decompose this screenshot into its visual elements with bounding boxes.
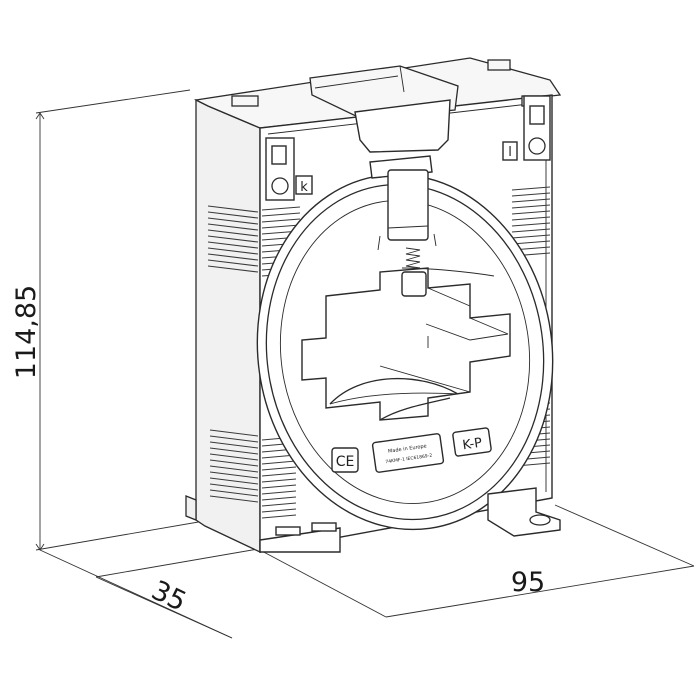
front-left-fin	[261, 224, 301, 229]
front-left-lower-fin	[261, 460, 297, 465]
side-fin	[207, 259, 259, 267]
side-fin	[207, 205, 259, 213]
front-right-fin	[511, 222, 551, 227]
terminal-k-label: k	[300, 180, 308, 195]
front-left-lower-fin	[261, 496, 297, 501]
side-lower-fin	[209, 465, 259, 473]
front-left-fin	[261, 212, 301, 217]
side-lower-fin	[209, 435, 259, 443]
mounting-feet	[185, 487, 561, 553]
brand-mark: K-P	[452, 427, 492, 457]
front-right-fin	[511, 216, 551, 221]
front-left-lower-fin	[261, 466, 297, 471]
front-right-fin	[511, 192, 551, 197]
side-lower-fin	[209, 483, 259, 491]
front-right-fin	[511, 234, 551, 239]
front-left-fin	[261, 206, 301, 211]
ce-mark: CE	[331, 447, 359, 473]
secondary-terminal-k: k	[265, 137, 313, 201]
front-left-lower-fin	[261, 508, 297, 513]
depth-dimension-label: 35	[146, 575, 190, 618]
side-cooling-fins	[207, 205, 259, 503]
height-dimension-label: 114,85	[11, 285, 42, 379]
side-fin	[207, 241, 259, 249]
side-fin	[207, 247, 259, 255]
front-left-lower-fin	[261, 514, 297, 519]
side-lower-fin	[209, 489, 259, 497]
depth-dimension: 35	[39, 548, 259, 639]
ce-mark-label: CE	[336, 454, 355, 470]
side-fin	[207, 265, 259, 273]
side-fin	[207, 229, 259, 237]
side-fin	[207, 235, 259, 243]
side-fin	[207, 223, 259, 231]
front-left-lower-fin	[261, 502, 297, 507]
side-lower-fin	[209, 471, 259, 479]
side-lower-fin	[209, 453, 259, 461]
side-lower-fin	[209, 477, 259, 485]
side-lower-fin	[209, 447, 259, 455]
front-right-fin	[511, 198, 551, 203]
terminal-l-label: l	[508, 145, 512, 160]
front-right-fin	[511, 204, 551, 209]
width-dimension-label: 95	[511, 567, 545, 598]
clamping-screw	[369, 155, 437, 297]
front-left-fin	[261, 218, 301, 223]
brand-mark-label: K-P	[462, 436, 484, 454]
front-left-lower-fin	[261, 472, 297, 477]
side-lower-fin	[209, 441, 259, 449]
width-dimension: 95	[257, 504, 695, 618]
front-right-fin	[511, 186, 551, 191]
front-right-fin	[511, 228, 551, 233]
rating-label-line1: Made in Europe	[388, 443, 427, 454]
side-lower-fin	[209, 459, 259, 467]
front-left-lower-fin	[261, 478, 297, 483]
secondary-terminal-l: l	[502, 95, 551, 161]
side-fin	[207, 253, 259, 261]
front-left-lower-fin	[261, 490, 297, 495]
front-left-lower-fin	[261, 484, 297, 489]
side-lower-fin	[209, 429, 259, 437]
conductor-aperture	[301, 267, 511, 421]
front-right-fin	[511, 210, 551, 215]
front-right-fin	[511, 240, 551, 245]
side-fin	[207, 211, 259, 219]
side-lower-fin	[209, 495, 259, 503]
side-fin	[207, 217, 259, 225]
height-dimension: 114,85	[11, 89, 211, 551]
rating-label: Made in Europe 74KMF-1 IEC61869-2	[371, 433, 445, 473]
